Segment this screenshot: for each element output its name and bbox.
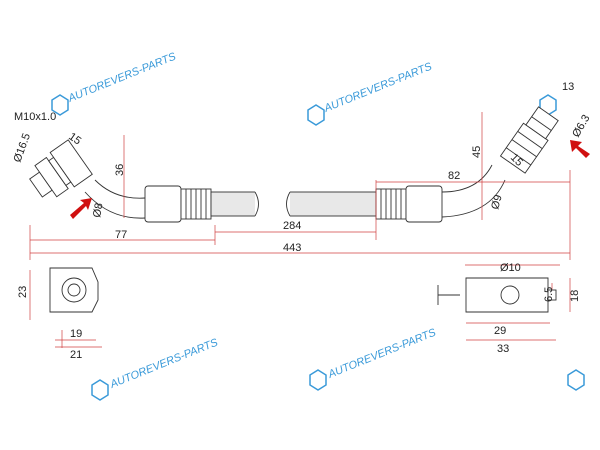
dim-bl-outer: 21 [70, 349, 82, 361]
svg-text:AUTOREVERS-PARTS: AUTOREVERS-PARTS [108, 336, 221, 391]
dim-right-top: 13 [562, 81, 574, 93]
left-crimp [144, 185, 182, 223]
dim-br-hole: Ø10 [500, 262, 521, 274]
dim-br-inner: 29 [494, 325, 506, 337]
hose-body [210, 191, 377, 217]
dimension-lines [29, 112, 571, 348]
dim-br-outer: 33 [497, 343, 509, 355]
dim-left-height: 36 [114, 164, 126, 176]
dim-right-hose-dia: Ø9 [489, 193, 504, 210]
dim-br-small: 6.5 [543, 287, 555, 302]
right-fitting [499, 106, 559, 174]
dim-right-offset: 82 [448, 170, 460, 182]
watermark-top-right: AUTOREVERS-PARTS [307, 60, 557, 126]
left-fitting [29, 139, 93, 198]
left-arrow-icon [70, 198, 92, 219]
svg-text:AUTOREVERS-PARTS: AUTOREVERS-PARTS [66, 50, 179, 105]
dim-bl-inner: 19 [70, 328, 82, 340]
right-crimp-ribs [375, 188, 407, 220]
dim-left-dia: Ø16.5 [12, 132, 34, 164]
right-crimp [405, 185, 443, 223]
dim-left-offset: 77 [115, 229, 127, 241]
hose-break-marks [254, 191, 291, 217]
dim-right-height: 45 [471, 146, 483, 158]
svg-text:AUTOREVERS-PARTS: AUTOREVERS-PARTS [322, 60, 435, 115]
right-arrow-icon [570, 140, 590, 158]
dim-left-hose-dia: Ø8 [91, 202, 105, 219]
svg-text:AUTOREVERS-PARTS: AUTOREVERS-PARTS [326, 326, 439, 381]
left-crimp-ribs [180, 188, 212, 220]
watermark-bottom: AUTOREVERS-PARTS AUTOREVERS-PARTS [91, 326, 585, 401]
dim-bl-height: 23 [17, 286, 29, 298]
left-hose-bend [94, 179, 146, 199]
dim-thread: M10x1.0 [14, 111, 56, 123]
dim-left-len: 15 [66, 131, 83, 148]
dim-right-small-dia: Ø6.3 [570, 113, 592, 140]
dim-total: 443 [283, 242, 301, 254]
dim-middle: 284 [283, 220, 301, 232]
right-end-view [437, 277, 557, 313]
dim-br-height: 18 [569, 290, 581, 302]
watermark-top-left: AUTOREVERS-PARTS [51, 50, 179, 116]
left-end-view [49, 267, 99, 313]
